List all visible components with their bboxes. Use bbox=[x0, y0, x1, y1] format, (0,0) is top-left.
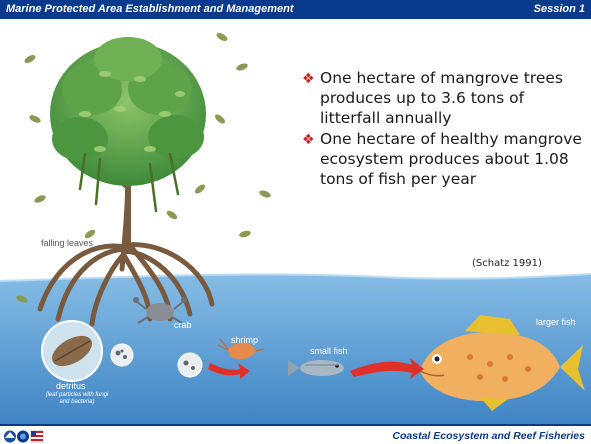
falling-leaves-text: falling leaves bbox=[41, 238, 94, 248]
food-chain-arrows bbox=[208, 358, 424, 379]
detritus-label: detritus bbox=[56, 381, 86, 391]
citation: (Schatz 1991) bbox=[472, 258, 542, 269]
fact-item: ❖ One hectare of healthy mangrove ecosys… bbox=[302, 129, 587, 189]
small-fish-illustration bbox=[288, 360, 344, 376]
footer-text: Coastal Ecosystem and Reef Fisheries bbox=[392, 430, 585, 442]
detritus-note: (leaf particles with fungi and bacteria) bbox=[45, 392, 109, 405]
mangrove-food-web-illustration bbox=[0, 33, 591, 424]
agency-logo-icon bbox=[4, 430, 16, 443]
slide-header: Marine Protected Area Establishment and … bbox=[0, 0, 591, 19]
detritus-leaf-magnified bbox=[41, 320, 103, 382]
fact-text: One hectare of mangrove trees produces u… bbox=[320, 69, 563, 127]
larger-fish-label: larger fish bbox=[536, 317, 576, 327]
bullet-diamond-icon: ❖ bbox=[302, 132, 315, 148]
falling-leaves bbox=[16, 33, 271, 303]
shrimp-label: shrimp bbox=[231, 335, 259, 345]
flag-icon bbox=[30, 430, 44, 443]
fact-text: One hectare of healthy mangrove ecosyste… bbox=[320, 130, 582, 188]
bullet-diamond-icon: ❖ bbox=[302, 71, 315, 87]
crab-illustration bbox=[133, 297, 187, 324]
larger-fish-illustration bbox=[419, 315, 585, 411]
fact-item: ❖ One hectare of mangrove trees produces… bbox=[302, 68, 587, 128]
header-title: Marine Protected Area Establishment and … bbox=[6, 3, 294, 15]
small-fish-label: small fish bbox=[310, 346, 348, 356]
session-label: Session 1 bbox=[533, 3, 585, 15]
falling-leaves-label: falling leaves bbox=[41, 238, 93, 248]
mangrove-canopy bbox=[50, 37, 206, 213]
shrimp-illustration bbox=[217, 338, 265, 359]
crab-label: crab bbox=[174, 320, 192, 330]
footer-logos bbox=[4, 430, 44, 443]
slide-footer: Coastal Ecosystem and Reef Fisheries bbox=[0, 424, 591, 444]
fact-list: ❖ One hectare of mangrove trees produces… bbox=[302, 68, 587, 190]
agency-logo-icon bbox=[17, 430, 29, 443]
